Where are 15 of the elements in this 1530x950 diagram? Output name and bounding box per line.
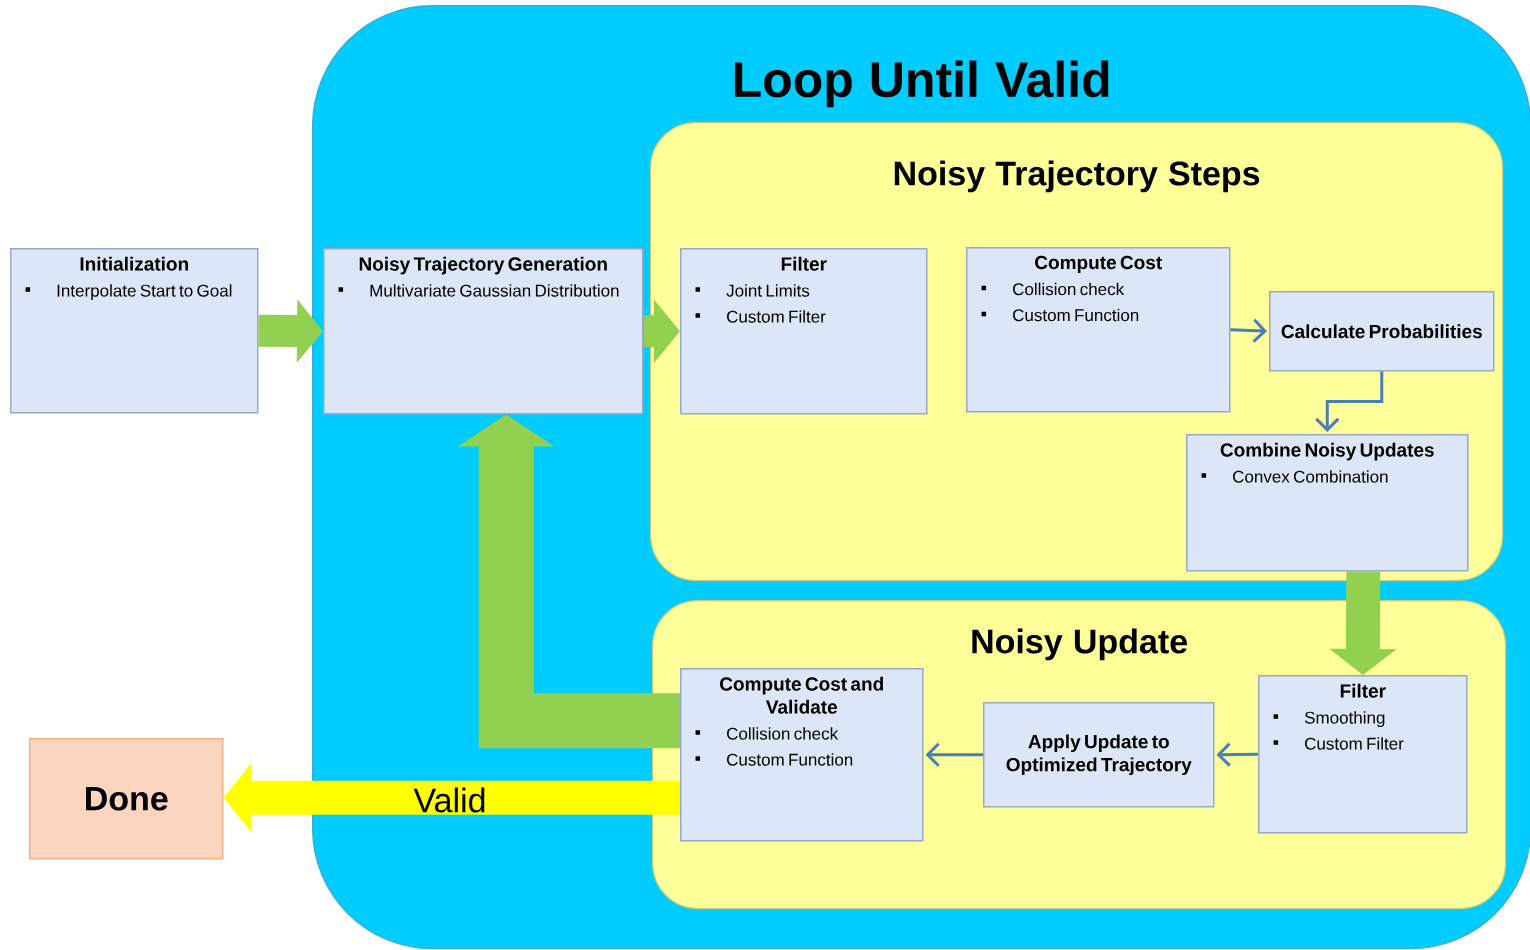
process-box: Noisy Trajectory Generation Multivariate Gaussian Distribution [323,248,644,415]
process-box: Filter Smoothing Custom Filter [1258,675,1468,834]
process-box: Calculate Probabilities [1269,291,1495,372]
end-box: Done [29,738,224,860]
process-box: Apply Update to Optimized Trajectory [983,702,1215,808]
arrow [1315,371,1384,432]
process-box: Initialization Interpolate Start to Goal [10,248,259,414]
process-box: Combine Noisy Updates Convex Combination [1186,434,1469,572]
process-box: Compute Cost Collision check Custom Function [966,247,1231,413]
process-box: Compute Cost and Validate Collision check Custom Function [680,668,924,842]
arrow [1216,742,1259,767]
arrow [1230,318,1267,343]
process-box: Filter Joint Limits Custom Filter [680,248,928,415]
arrow [925,742,983,767]
edge-label: Valid [412,786,488,814]
